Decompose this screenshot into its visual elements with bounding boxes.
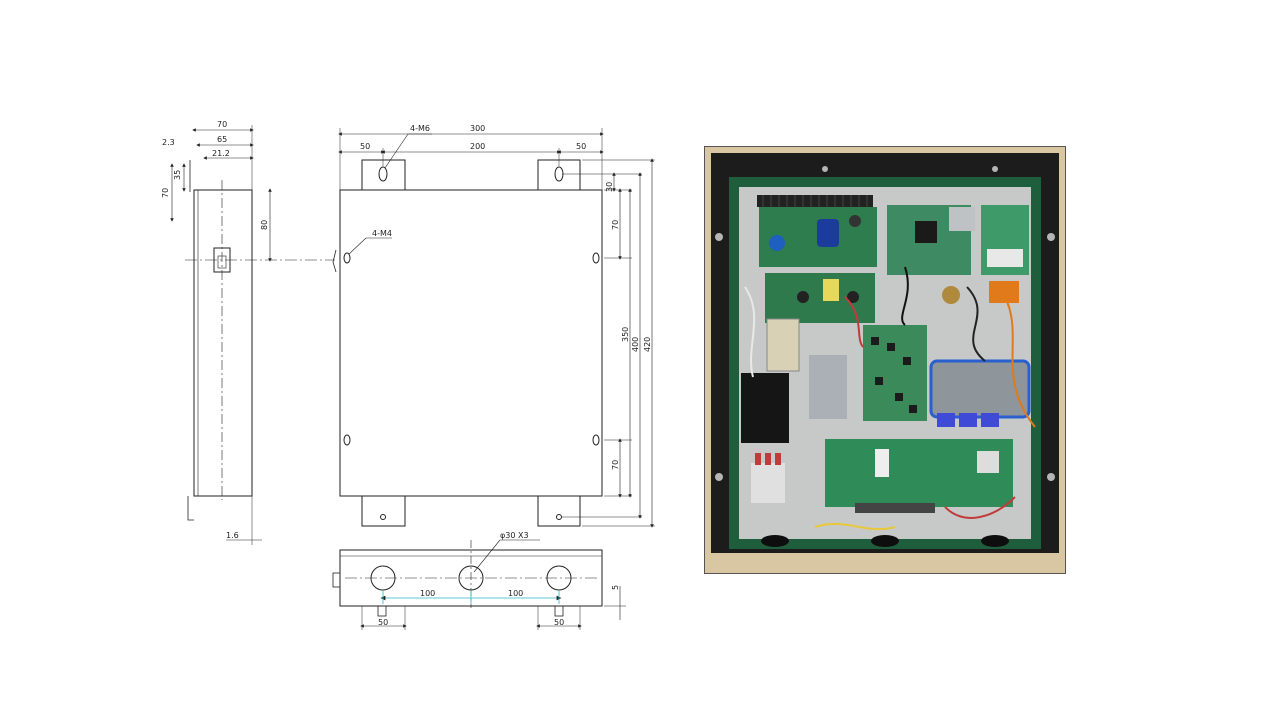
- dim-front-70-top: 70: [611, 220, 620, 230]
- enclosure-interior-photo: [704, 146, 1066, 574]
- dim-front-300: 300: [470, 124, 485, 133]
- dim-front-420: 420: [643, 337, 652, 352]
- mount-tab-top-left: [361, 159, 406, 190]
- front-view: [332, 128, 655, 528]
- cable-gland-right: [981, 535, 1009, 547]
- dim-side-2-3: 2.3: [162, 138, 175, 147]
- side-body: [193, 189, 253, 497]
- dim-bottom-50-left: 50: [378, 618, 388, 627]
- front-dims: 300 4-M6 50 200 50 4-M4 30 70 350 400 42…: [360, 124, 652, 470]
- dim-side-80: 80: [260, 220, 269, 230]
- mount-tab-bottom-left: [361, 496, 406, 527]
- dim-front-30: 30: [605, 182, 614, 192]
- bottom-dims: φ30 X3 100 100 5 50 50: [378, 531, 620, 627]
- technical-drawing: 70 65 2.3 21.2 35 70 80 1.6: [161, 120, 655, 630]
- dim-bottom-50-right: 50: [554, 618, 564, 627]
- side-dims: 70 65 2.3 21.2 35 70 80 1.6: [161, 120, 269, 540]
- enclosure-illustration: [711, 153, 1059, 553]
- front-panel: [339, 189, 603, 497]
- dim-front-70-bottom: 70: [611, 460, 620, 470]
- dim-front-50-right: 50: [576, 142, 586, 151]
- dim-bottom-100-right: 100: [508, 589, 523, 598]
- dim-bottom-phi30: φ30 X3: [500, 531, 529, 540]
- dim-side-70-vertical: 70: [161, 188, 170, 198]
- bottom-spacing-dims: [380, 590, 562, 604]
- dim-front-200: 200: [470, 142, 485, 151]
- dim-side-70: 70: [217, 120, 227, 129]
- dim-front-350: 350: [621, 327, 630, 342]
- dim-side-21-2: 21.2: [212, 149, 230, 158]
- dim-bottom-100-left: 100: [420, 589, 435, 598]
- blue-wired-module: [929, 359, 1031, 419]
- dim-side-65: 65: [217, 135, 227, 144]
- line-filter: [766, 318, 800, 372]
- bottom-view: [332, 539, 626, 630]
- dim-front-4-m4: 4-M4: [372, 229, 392, 238]
- side-view: [170, 125, 335, 545]
- mount-tab-bottom-right: [537, 496, 581, 527]
- heatsink: [757, 195, 873, 207]
- dim-bottom-5: 5: [611, 585, 620, 590]
- cable-gland-center: [871, 535, 899, 547]
- dim-front-400: 400: [631, 337, 640, 352]
- dim-side-1-6: 1.6: [226, 531, 239, 540]
- dim-side-35: 35: [173, 170, 182, 180]
- dim-front-4-m6: 4-M6: [410, 124, 430, 133]
- cable-gland-left: [761, 535, 789, 547]
- dim-front-50-left: 50: [360, 142, 370, 151]
